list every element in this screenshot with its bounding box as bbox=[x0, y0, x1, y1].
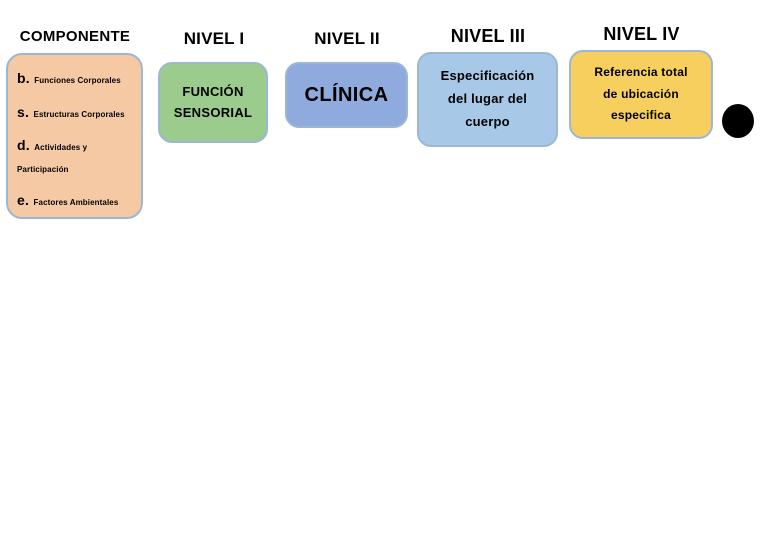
component-letter: e. bbox=[17, 192, 30, 209]
nivel-3-box: Especificación del lugar del cuerpo bbox=[417, 52, 558, 147]
nivel-2-box: CLÍNICA bbox=[285, 62, 408, 128]
nivel-3-line-1: Especificación bbox=[440, 68, 535, 84]
nivel-4-line-1: Referencia total bbox=[594, 65, 688, 80]
component-item-d: d. Actividades y Participación bbox=[17, 135, 132, 178]
component-label: Factores Ambientales bbox=[33, 198, 119, 208]
nivel-4-box: Referencia total de ubicación especifica bbox=[569, 50, 713, 139]
component-item-e: e. Factores Ambientales bbox=[17, 190, 132, 212]
component-label: Funciones Corporales bbox=[34, 76, 121, 85]
end-marker-circle-icon bbox=[722, 104, 754, 138]
nivel-1-box: FUNCIÓN SENSORIAL bbox=[158, 62, 268, 143]
componente-box: b. Funciones Corporales s. Estructuras C… bbox=[6, 53, 143, 219]
component-item-s: s. Estructuras Corporales bbox=[17, 102, 132, 124]
component-item-b: b. Funciones Corporales bbox=[17, 68, 132, 90]
component-label: Actividades y Participación bbox=[17, 143, 88, 174]
nivel-3-line-2: del lugar del bbox=[447, 91, 528, 107]
nivel-2-line-1: CLÍNICA bbox=[304, 83, 389, 106]
column-header-nivel-1: NIVEL I bbox=[183, 29, 245, 48]
column-header-componente: COMPONENTE bbox=[19, 28, 131, 45]
column-header-nivel-3: NIVEL III bbox=[450, 26, 526, 46]
column-header-nivel-2: NIVEL II bbox=[314, 29, 380, 48]
component-letter: d. bbox=[17, 137, 30, 154]
nivel-4-line-2: de ubicación bbox=[603, 86, 679, 101]
column-header-nivel-4: NIVEL IV bbox=[603, 24, 680, 44]
nivel-1-line-2: SENSORIAL bbox=[173, 104, 253, 120]
nivel-1-line-1: FUNCIÓN bbox=[182, 84, 244, 100]
nivel-4-line-3: especifica bbox=[610, 108, 672, 123]
nivel-3-line-3: cuerpo bbox=[465, 113, 510, 129]
component-letter: s. bbox=[17, 103, 30, 120]
component-letter: b. bbox=[17, 70, 30, 86]
component-label: Estructuras Corporales bbox=[33, 109, 125, 119]
